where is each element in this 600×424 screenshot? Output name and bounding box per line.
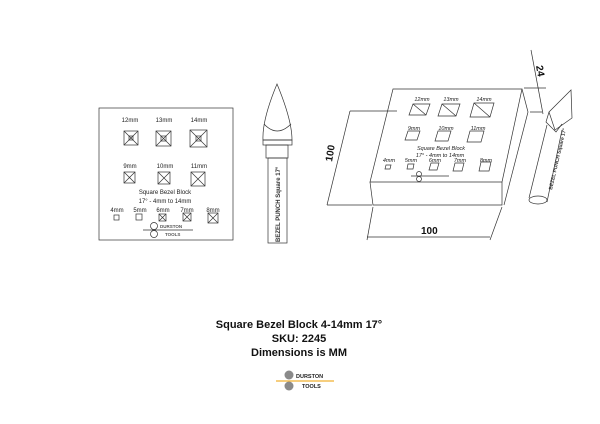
size-label: 6mm [156,208,169,214]
block-front-face [369,181,503,206]
block-title: Square Bezel Block [417,146,465,152]
iso-view: 12mm 13mm 14mm 9mm 10mm 11mm Square Beze… [324,49,573,241]
front-view: 12mm 13mm 14mm 9mm 10mm 11mm Square Beze… [98,107,234,241]
block-outline [98,107,234,241]
size-label: 5mm [133,208,146,214]
size-label: 4mm [383,158,396,164]
size-label: 4mm [110,208,123,214]
block-side-face [503,88,529,206]
size-label: 11mm [191,164,207,170]
size-label: 6mm [429,158,442,164]
punch-label: BEZEL PUNCH Square 17° [548,128,568,191]
size-label: 10mm [157,164,174,170]
block-title: Square Bezel Block [139,190,192,196]
size-label: 8mm [206,208,219,214]
size-label: 14mm [191,118,208,124]
size-label: 12mm [414,97,430,103]
punch-front-view: BEZEL PUNCH Square 17° [262,83,293,244]
size-label: 9mm [123,164,136,170]
size-label: 14mm [476,97,492,103]
size-label: 10mm [438,126,454,132]
caption-title: Square Bezel Block 4-14mm 17° [216,319,382,331]
svg-text:TOOLS: TOOLS [165,232,180,237]
durston-logo: DURSTON TOOLS [276,370,334,391]
punch-label: BEZEL PUNCH Square 17° [276,166,282,242]
size-label: 8mm [480,158,493,164]
dimension-height: 100 [324,144,338,163]
punch-iso-view [528,89,573,205]
square-holes [113,129,219,224]
dimension-lines [326,49,546,241]
block-subtitle: 17° - 4mm to 14mm [139,199,192,205]
logo-text-top: DURSTON [296,374,323,380]
block-subtitle: 17° - 4mm to 14mm [416,153,465,159]
engraved-logo: DURSTON TOOLS [143,222,193,238]
size-label: 11mm [471,126,486,132]
size-label: 7mm [454,158,467,164]
size-label: 13mm [443,97,459,103]
dimension-depth: 24 [533,65,546,78]
caption-dimensions: Dimensions is MM [251,347,347,359]
dimension-width: 100 [421,226,438,237]
size-label: 12mm [122,118,139,124]
caption-sku: SKU: 2245 [272,333,326,345]
size-label: 5mm [405,158,418,164]
size-label: 13mm [156,118,173,124]
size-label: 9mm [408,126,421,132]
size-label: 7mm [180,208,193,214]
svg-text:DURSTON: DURSTON [160,224,182,229]
logo-text-bottom: TOOLS [302,384,321,390]
